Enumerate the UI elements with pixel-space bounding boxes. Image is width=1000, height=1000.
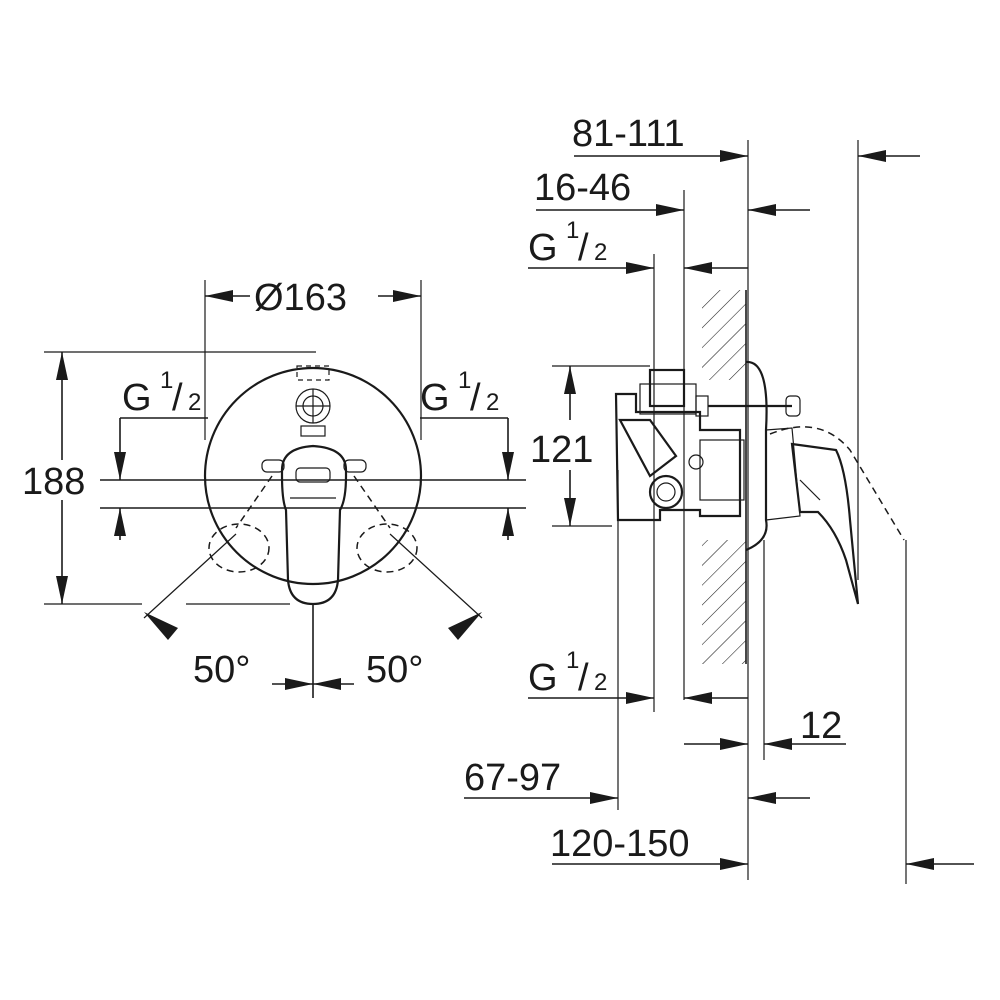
thread-callout-left: G 1 / 2: [114, 367, 208, 540]
dimension-12: 12: [684, 540, 846, 760]
escutcheon-side: [745, 360, 801, 552]
thread-bottom-numerator: 1: [566, 647, 579, 674]
thread-right-letter: G: [420, 377, 450, 419]
thread-left-slash: /: [172, 377, 183, 419]
angle-left-label: 50°: [193, 649, 250, 691]
thread-left-denominator: 2: [188, 389, 201, 416]
valve-body: [614, 368, 801, 522]
thread-left-numerator: 1: [160, 367, 173, 394]
label-121: 121: [530, 429, 593, 471]
escutcheon-plate: [203, 366, 423, 586]
diameter-dimension: Ø163: [204, 277, 422, 440]
thread-top-slash: /: [578, 227, 589, 269]
thread-bottom-denominator: 2: [594, 669, 607, 696]
label-120-150: 120-150: [550, 823, 689, 865]
thread-right-slash: /: [470, 377, 481, 419]
thread-top-numerator: 1: [566, 217, 579, 244]
thread-bottom-slash: /: [578, 657, 589, 699]
height-dimension-188: 188: [22, 351, 316, 605]
dimension-81-111: 81-111: [572, 113, 920, 162]
thread-callout-top: G 1 / 2: [528, 217, 748, 274]
label-81-111: 81-111: [572, 113, 685, 155]
lever-handle-side: [769, 426, 905, 605]
label-12: 12: [800, 705, 842, 747]
angle-right-label: 50°: [366, 649, 423, 691]
dimension-16-46: 16-46: [534, 167, 810, 216]
thread-callout-right: G 1 / 2: [420, 367, 514, 540]
svg-text:G: G: [122, 377, 152, 419]
side-view: 81-111 16-46 G 1 / 2: [464, 113, 974, 884]
mounting-ears: [261, 459, 367, 473]
thread-top-letter: G: [528, 227, 558, 269]
handle-swing-positions: [208, 475, 418, 573]
wall-section: [702, 290, 747, 664]
lever-handle-front: [280, 444, 348, 606]
diverter-knob: [295, 365, 331, 437]
thread-left-letter: G: [122, 377, 152, 419]
thread-right-numerator: 1: [458, 367, 471, 394]
diameter-label: Ø163: [254, 277, 347, 319]
front-view: Ø163 188 G 1 / 2: [22, 277, 526, 698]
thread-callout-bottom: G 1 / 2: [528, 647, 748, 704]
dimension-121: 121: [530, 365, 650, 527]
dimension-120-150: 120-150: [550, 823, 974, 870]
label-16-46: 16-46: [534, 167, 631, 209]
label-67-97: 67-97: [464, 757, 561, 799]
height-label-188: 188: [22, 461, 85, 503]
dimension-67-97: 67-97: [464, 757, 810, 804]
angle-dimensions: 50° 50°: [143, 533, 483, 698]
thread-top-denominator: 2: [594, 239, 607, 266]
thread-right-denominator: 2: [486, 389, 499, 416]
thread-bottom-letter: G: [528, 657, 558, 699]
svg-text:G: G: [420, 377, 450, 419]
